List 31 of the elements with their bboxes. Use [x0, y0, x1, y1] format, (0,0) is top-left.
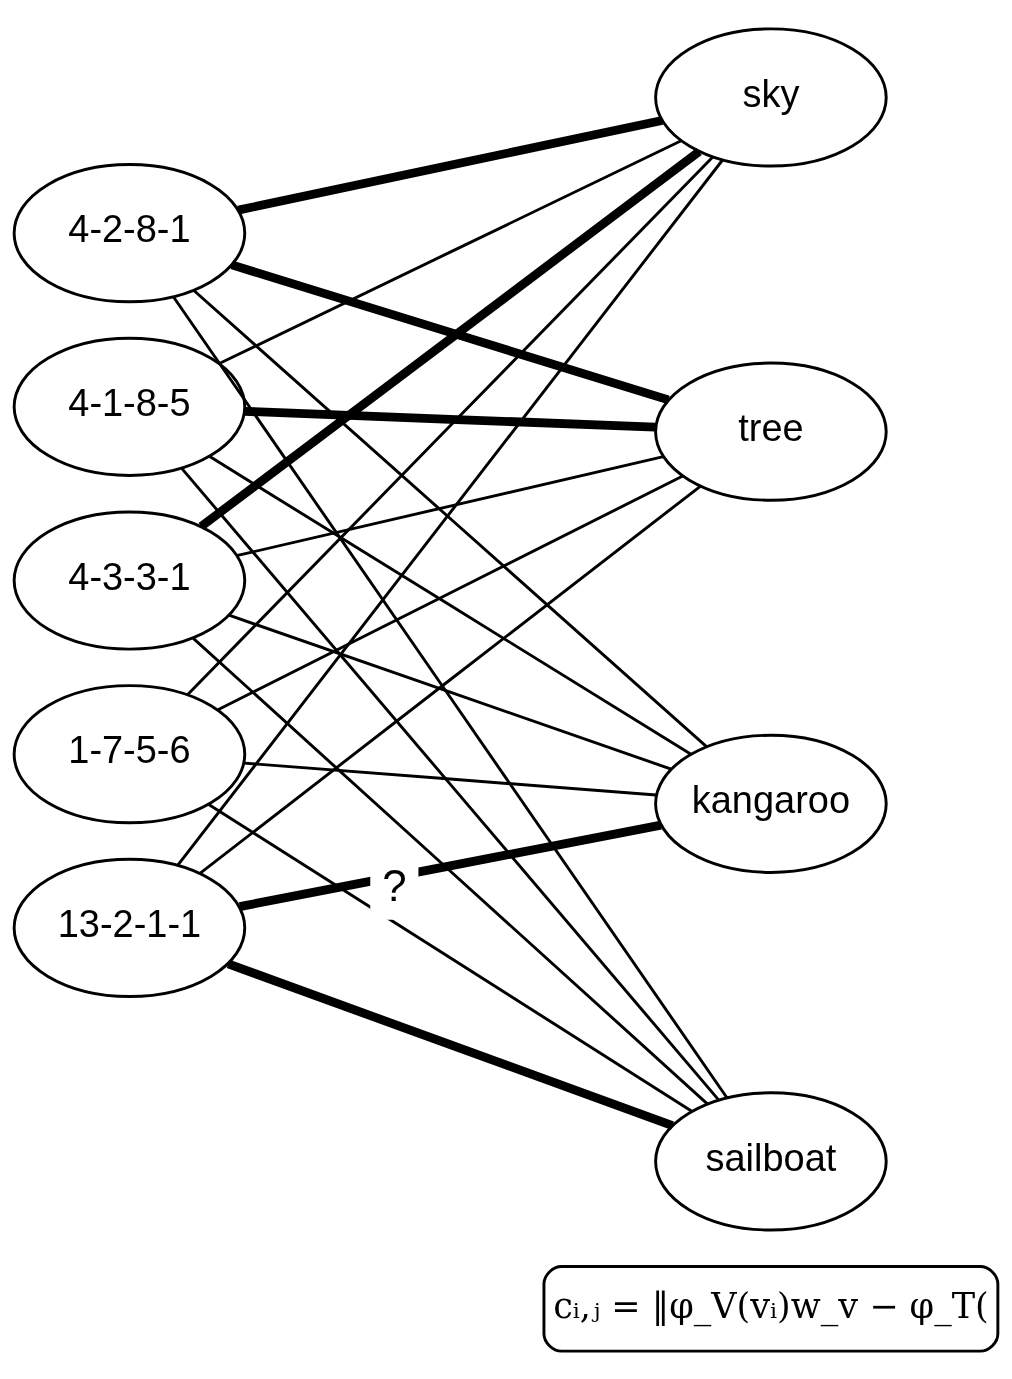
connector — [207, 802, 693, 1112]
node-ellipse: 4-3-3-1 — [12, 510, 247, 651]
node-ellipse: sky — [654, 26, 888, 167]
connector — [218, 138, 682, 365]
connector — [237, 454, 664, 557]
connector — [192, 288, 708, 748]
node-box: cᵢ,ⱼ = ‖φ_V(vᵢ)w_v − φ_T( — [542, 1264, 1000, 1353]
node-ellipse: sailboat — [654, 1090, 888, 1231]
node-ellipse: tree — [654, 361, 888, 502]
connector — [244, 761, 657, 796]
connector — [198, 147, 702, 530]
node-ellipse: 13-2-1-1 — [12, 857, 247, 998]
connector — [172, 295, 729, 1099]
connector — [217, 474, 684, 711]
connector — [237, 115, 663, 214]
connector — [238, 820, 662, 911]
node-ellipse: 1-7-5-6 — [12, 683, 247, 824]
node-ellipse: 4-1-8-5 — [12, 336, 247, 477]
connector — [208, 454, 692, 756]
label: ? — [382, 860, 407, 910]
connector — [230, 260, 670, 404]
connector — [228, 613, 672, 770]
connector — [186, 155, 714, 696]
node-ellipse: 4-2-8-1 — [12, 162, 247, 303]
connector — [180, 467, 720, 1101]
connector — [176, 158, 724, 866]
connector — [226, 959, 674, 1130]
connector — [244, 406, 656, 432]
connector — [192, 636, 709, 1105]
node-ellipse: kangaroo — [654, 733, 888, 874]
connector — [199, 484, 702, 875]
